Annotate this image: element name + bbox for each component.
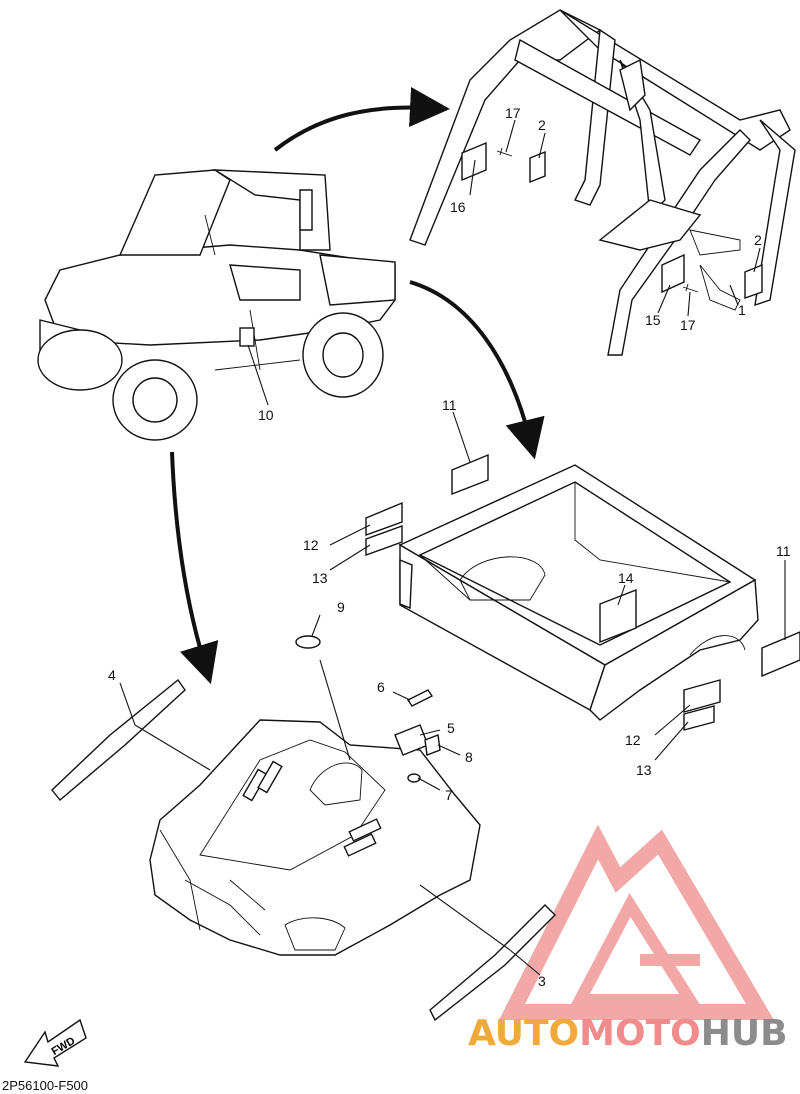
clip-8 xyxy=(424,734,441,756)
callout-13-upper: 13 xyxy=(312,570,328,586)
watermark-moto: MOTO xyxy=(579,1013,701,1054)
callout-2-lower: 2 xyxy=(754,232,762,248)
arrow-to-bed xyxy=(409,280,545,460)
cargo-bed xyxy=(398,464,759,721)
stripe-3 xyxy=(429,904,556,1022)
grommet-7 xyxy=(407,773,421,783)
decal-2-upper xyxy=(529,150,546,184)
decal-12-upper xyxy=(365,501,403,536)
decal-12-side xyxy=(683,679,721,713)
callout-16: 16 xyxy=(450,199,466,215)
watermark-auto: AUTO xyxy=(468,1013,579,1054)
callout-4: 4 xyxy=(108,667,116,683)
bolt-17-upper xyxy=(496,147,513,157)
callout-2-upper: 2 xyxy=(538,117,546,133)
arrow-to-hood xyxy=(170,451,219,685)
hood xyxy=(149,719,481,956)
decal-10 xyxy=(239,327,255,347)
arrow-to-cage xyxy=(273,87,450,152)
callout-15: 15 xyxy=(645,312,661,328)
roll-cage xyxy=(409,9,796,356)
decal-15 xyxy=(661,253,685,294)
leader-lines xyxy=(119,119,786,976)
callout-8: 8 xyxy=(465,749,473,765)
callout-9: 9 xyxy=(337,599,345,615)
callout-11-upper: 11 xyxy=(442,397,457,413)
callout-1: 1 xyxy=(738,302,746,318)
callout-3: 3 xyxy=(538,973,546,989)
decal-11-upper xyxy=(451,453,489,496)
callout-10: 10 xyxy=(258,407,274,423)
callout-14: 14 xyxy=(618,570,634,586)
callout-17-upper: 17 xyxy=(505,105,521,121)
vehicle-overview xyxy=(37,169,396,441)
diagram-code: 2P56100-F500 xyxy=(2,1078,88,1093)
callout-12-upper: 12 xyxy=(303,537,319,553)
decal-2-lower xyxy=(744,263,763,299)
callout-12-side: 12 xyxy=(625,732,641,748)
emblem-9 xyxy=(295,635,321,649)
callout-17-lower: 17 xyxy=(680,317,696,333)
callout-6: 6 xyxy=(377,679,385,695)
decal-13-upper xyxy=(365,525,403,556)
watermark-hub: HUB xyxy=(701,1013,788,1054)
bolt-6 xyxy=(406,689,434,707)
callout-13-side: 13 xyxy=(636,762,652,778)
callout-5: 5 xyxy=(447,720,455,736)
decal-14 xyxy=(599,588,637,644)
watermark-text: AUTOMOTOHUB xyxy=(468,1013,788,1054)
stripe-4 xyxy=(51,678,186,801)
callout-7: 7 xyxy=(445,787,453,803)
callout-11-side: 11 xyxy=(776,543,791,559)
decal-16 xyxy=(461,141,487,182)
decal-13-side xyxy=(683,705,715,731)
fwd-arrow-icon: FWD xyxy=(23,1018,87,1067)
watermark-logo xyxy=(498,824,774,1020)
decal-11-side xyxy=(761,631,800,678)
bolt-17-lower xyxy=(682,283,699,293)
